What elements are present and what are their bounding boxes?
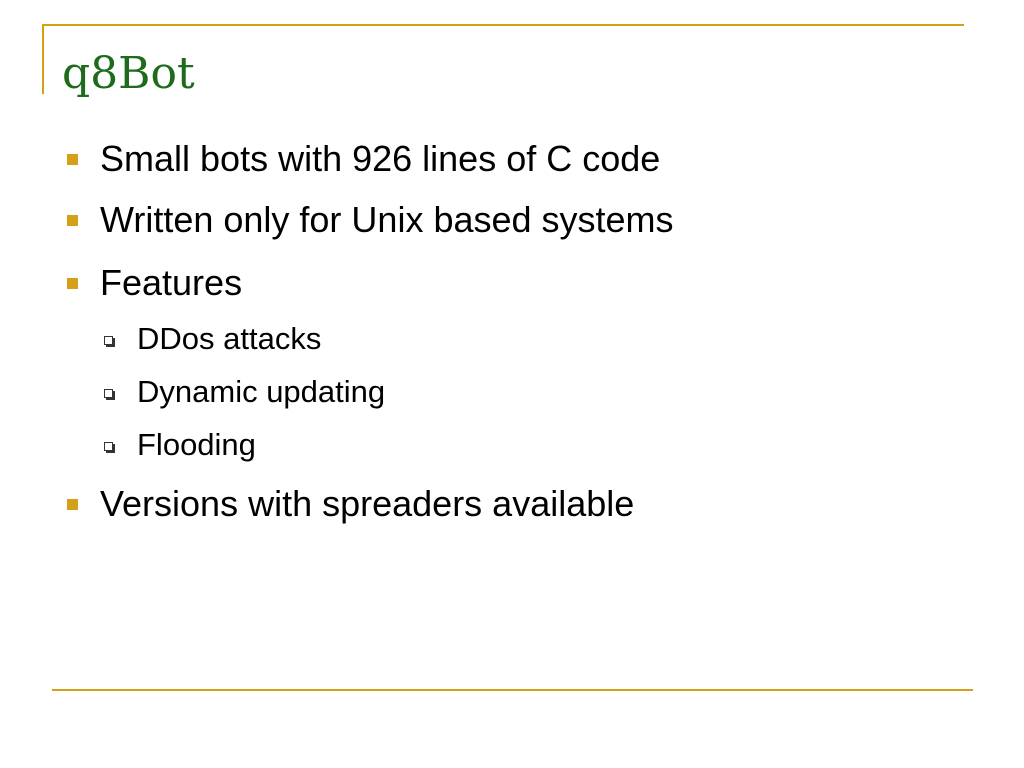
bullet-item: Features <box>67 261 243 305</box>
sub-bullet-item: Dynamic updating <box>104 373 386 411</box>
sub-bullet-item: Flooding <box>104 426 256 464</box>
filled-square-icon <box>67 499 78 510</box>
sub-bullet-text: Flooding <box>137 427 256 462</box>
bullet-item: Written only for Unix based systems <box>67 198 674 242</box>
hollow-square-icon <box>104 442 113 451</box>
top-rule <box>42 24 964 26</box>
sub-bullet-text: DDos attacks <box>137 321 322 356</box>
filled-square-icon <box>67 215 78 226</box>
slide-title: q8Bot <box>62 48 195 99</box>
bullet-item: Versions with spreaders available <box>67 482 635 526</box>
bullet-item: Small bots with 926 lines of C code <box>67 137 661 181</box>
bullet-text: Written only for Unix based systems <box>100 199 674 240</box>
bottom-rule <box>52 689 973 691</box>
filled-square-icon <box>67 154 78 165</box>
filled-square-icon <box>67 278 78 289</box>
sub-bullet-item: DDos attacks <box>104 320 322 358</box>
hollow-square-icon <box>104 389 113 398</box>
bullet-text: Small bots with 926 lines of C code <box>100 138 661 179</box>
bullet-text: Versions with spreaders available <box>100 483 635 524</box>
left-rule <box>42 24 44 94</box>
sub-bullet-text: Dynamic updating <box>137 374 386 409</box>
hollow-square-icon <box>104 336 113 345</box>
bullet-text: Features <box>100 262 243 303</box>
